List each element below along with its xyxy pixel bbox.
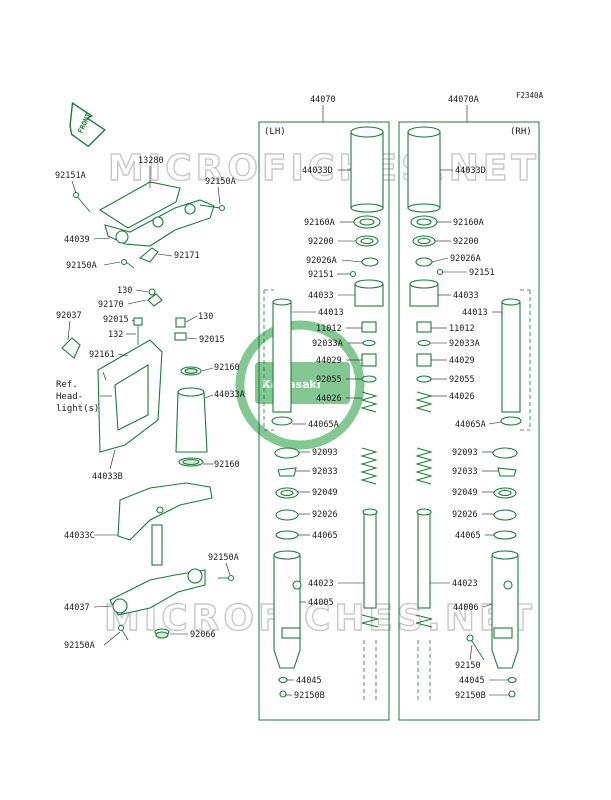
rh-label-92033: 92033 [452,467,478,477]
front-arrow-icon: FRONT [69,101,106,148]
rh-side-label: (RH) [510,127,532,137]
watermark-text-top: MICROFICHES.NET [108,148,540,189]
rh-label-92093: 92093 [452,448,478,458]
diagram-code: F2340A [516,91,544,100]
lh-labels: 44033D 92160A 92200 92026A 92151 44033 4… [286,166,364,701]
label-92171: 92171 [174,251,200,261]
rh-label-44033: 44033 [453,291,479,301]
label-92037: 92037 [56,311,82,321]
left-labels: 13280 92151A 92150A 44039 92150A 92171 1… [55,156,245,651]
rh-label-92150B: 92150B [455,691,486,701]
label-44033C: 44033C [64,531,95,541]
label-92150A-mid: 92150A [66,261,97,271]
rh-label-92055: 92055 [449,375,475,385]
label-44033B: 44033B [92,472,123,482]
lh-label-92151: 92151 [308,270,334,280]
rh-label-92150: 92150 [455,661,481,671]
label-44033A: 44033A [214,390,245,400]
label-130-a: 130 [117,286,132,296]
rh-label-44033D: 44033D [455,166,486,176]
label-92150A-top: 92150A [205,177,236,187]
label-92160-a: 92160 [214,363,240,373]
lh-assembly-number: 44070 [310,95,336,105]
label-13280: 13280 [138,156,164,166]
rh-label-92033A: 92033A [449,339,480,349]
lh-label-92200: 92200 [308,237,334,247]
label-130-b: 130 [198,312,213,322]
label-92015-a: 92015 [103,315,129,325]
lh-label-44005: 44005 [308,598,334,608]
rh-label-44045: 44045 [459,676,485,686]
lh-label-92093: 92093 [312,448,338,458]
label-92151A: 92151A [55,171,86,181]
steering-stem-44037 [109,524,235,641]
lh-label-44065A: 44065A [308,420,339,430]
fork-cover-44033A [175,366,208,467]
label-92170: 92170 [98,300,124,310]
rh-label-92200: 92200 [453,237,479,247]
rh-label-92049: 92049 [452,488,478,498]
lh-side-label: (LH) [264,127,286,137]
rh-label-44065: 44065 [455,531,481,541]
lh-label-92049: 92049 [312,488,338,498]
lh-label-92055: 92055 [316,375,342,385]
rh-label-44023: 44023 [452,579,478,589]
headlight-housing [61,288,187,453]
lh-label-44029: 44029 [316,356,342,366]
rh-labels: 44033D 92160A 92200 92026A 92151 44033 4… [430,166,509,701]
lh-label-44045: 44045 [296,676,322,686]
lh-label-92026A: 92026A [306,256,337,266]
rh-label-11012: 11012 [449,324,475,334]
lh-label-92026: 92026 [312,510,338,520]
label-92066: 92066 [190,630,216,640]
watermark: MICROFICHES.NET MICROFICHES.NET Kawasaki [103,147,540,639]
lh-label-44033: 44033 [308,291,334,301]
rh-label-44013: 44013 [462,308,488,318]
lh-assembly-frame: 44070 (LH) [258,95,390,721]
ref-line2: Head- [56,392,83,402]
lh-label-44065: 44065 [312,531,338,541]
rh-label-92026: 92026 [452,510,478,520]
lh-label-44026: 44026 [316,394,342,404]
label-92015-b: 92015 [199,335,225,345]
lh-label-44033D: 44033D [302,166,333,176]
label-132: 132 [108,330,123,340]
lh-label-92033: 92033 [312,467,338,477]
lh-label-92033A: 92033A [312,339,343,349]
lh-fork-parts [263,126,384,700]
watermark-text-bottom: MICROFICHES.NET [104,598,536,639]
label-92150A-bot: 92150A [64,641,95,651]
rh-label-44026: 44026 [449,392,475,402]
rh-assembly-frame: 44070A (RH) [398,95,540,721]
label-92161: 92161 [89,350,115,360]
rh-label-44006: 44006 [453,603,479,613]
label-44037: 44037 [64,603,90,613]
lh-label-92150B: 92150B [294,691,325,701]
rh-label-44065A: 44065A [455,420,486,430]
lh-label-11012: 11012 [316,324,342,334]
ref-line3: light(s) [56,404,99,414]
upper-bracket [98,181,215,263]
rh-label-92160A: 92160A [453,218,484,228]
rh-label-92151: 92151 [469,268,495,278]
rh-label-92026A: 92026A [450,254,481,264]
label-44039: 44039 [64,235,90,245]
rh-label-44029: 44029 [449,356,475,366]
lower-cover-44033C [117,482,213,541]
lh-label-44023: 44023 [308,579,334,589]
lh-label-92160A: 92160A [304,218,335,228]
ref-line1: Ref. [56,380,78,390]
label-92160-b: 92160 [214,460,240,470]
lh-label-44013: 44013 [318,308,344,318]
rh-assembly-number: 44070A [448,95,479,105]
label-92150A-low: 92150A [208,553,239,563]
